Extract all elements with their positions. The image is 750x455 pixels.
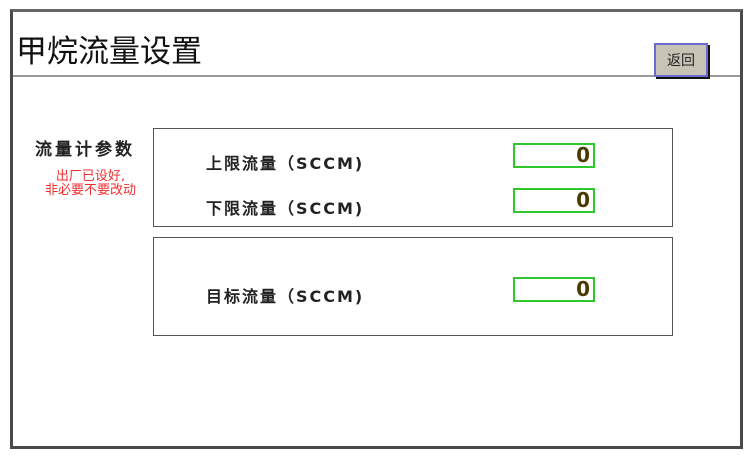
target-panel [153, 237, 673, 336]
target-flow-input[interactable]: 0 [513, 277, 595, 302]
warning-note: 出厂已设好, 非必要不要改动 [33, 170, 148, 198]
lower-limit-input[interactable]: 0 [513, 188, 595, 213]
section-label: 流量计参数 [35, 140, 135, 160]
target-flow-label: 目标流量（SCCM) [206, 287, 365, 306]
title-bar: 甲烷流量设置 返回 [13, 12, 740, 77]
upper-limit-input[interactable]: 0 [513, 143, 595, 168]
upper-limit-label: 上限流量（SCCM) [206, 154, 365, 173]
lower-limit-label: 下限流量（SCCM) [206, 199, 365, 218]
note-line-2: 非必要不要改动 [44, 183, 136, 198]
note-line-1: 出厂已设好, [55, 169, 126, 184]
back-button[interactable]: 返回 [654, 43, 708, 77]
window-frame: 甲烷流量设置 返回 流量计参数 出厂已设好, 非必要不要改动 上限流量（SCCM… [10, 9, 743, 449]
page-title: 甲烷流量设置 [16, 34, 202, 70]
